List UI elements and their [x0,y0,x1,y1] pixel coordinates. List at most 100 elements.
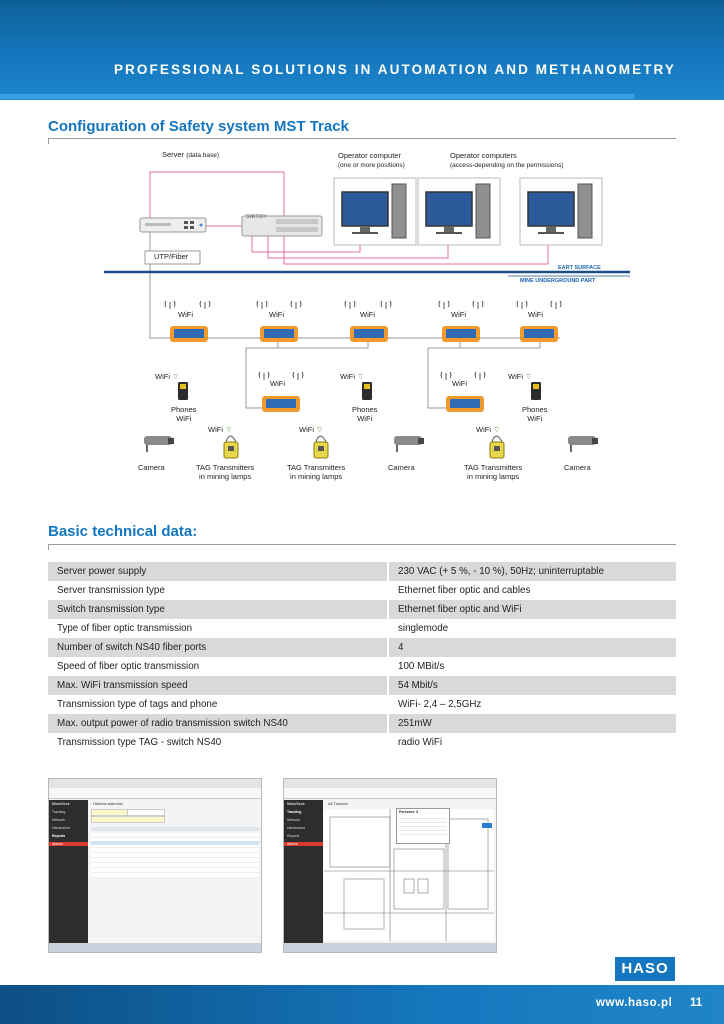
wifi-antenna-icons [164,300,562,380]
menu-item-hardcontrol[interactable]: Hardcontrol [287,826,306,830]
alarm-list [91,833,259,877]
spec-separator [387,695,389,714]
underground-label: MINE UNDERGROUND PART [520,278,596,284]
page-number: 11 [690,997,703,1009]
spec-value: singlemode [398,623,449,634]
tag-lamp-1 [223,435,239,459]
menu-item-alarms[interactable]: Alarms [49,842,88,846]
computer-1 [333,177,417,246]
spec-value: 251mW [389,714,676,733]
filter-field[interactable] [91,816,165,823]
wifi-label: WiFi [451,310,466,319]
camera-2 [394,436,424,452]
spec-separator [387,657,389,676]
spec-label: Number of switch NS40 fiber ports [48,638,387,657]
wifi-label: WiFi [178,310,193,319]
phone-3 [531,382,541,400]
table-header [91,827,259,831]
router-2 [260,326,298,342]
switch-label: SWITCH [246,214,266,220]
camera-3 [568,436,598,452]
spec-value: 54 Mbit/s [389,676,676,695]
camera-1 [144,436,174,452]
router-1 [170,326,208,342]
spec-label: Speed of fiber optic transmission [57,661,200,672]
operator-computer-label: Operator computer(one or more positions) [338,151,405,169]
server-label: Server (data base) [162,150,220,159]
router-5 [520,326,558,342]
spec-label: Type of fiber optic transmission [57,623,193,634]
menu-item-reports[interactable]: Reports [52,834,66,838]
spec-label: Max. output power of radio transmission … [48,714,387,733]
computer-3 [519,177,603,246]
wifi-label: WiFi [269,310,284,319]
header-accent-strip [0,94,634,99]
taskbar [284,943,496,952]
app-name: MinerDesk [287,802,305,806]
popup-title: Personel: 4 [399,810,418,814]
spec-row: Type of fiber optic transmission singlemo… [48,619,676,638]
operator-computers-label: Operator computers(access-depending on t… [450,151,564,169]
filter-field[interactable] [127,809,165,816]
panel-title: All Tracked [328,801,348,806]
router-6 [262,396,300,412]
phone-2 [362,382,372,400]
spec-separator [387,676,389,695]
menu-item-tracking[interactable]: Tracking [52,810,66,814]
tag-lamp-3 [489,435,505,459]
software-screenshot-tracking-map: MinerDesk Tracking Network Hardcontrol R… [283,778,497,953]
spec-label: Transmission type TAG - switch NS40 [57,737,222,748]
menu-item-reports[interactable]: Reports [287,834,300,838]
spec-separator [387,714,389,733]
section-divider-tick [48,138,49,144]
switch-device [241,215,323,237]
wifi-label: WiFi [270,379,285,388]
phone-1 [178,382,188,400]
taskbar [49,943,261,952]
surface-label: EART SURFACE [558,265,601,271]
haso-logo: HASO [615,957,675,981]
camera-label-2: Camera [388,463,415,472]
spec-label: Server power supply [48,562,387,581]
menu-item-tracking[interactable]: Tracking [287,810,302,814]
section-divider-tick [48,544,49,550]
camera-label-1: Camera [138,463,165,472]
spec-separator [387,619,389,638]
server-device [139,217,207,233]
menu-item-hardcontrol[interactable]: Hardcontrol [52,826,71,830]
app-name: MinerDesk [52,802,70,806]
selected-row[interactable] [91,841,259,845]
app-sidebar: MinerDesk Tracking Network Hardcontrol R… [49,800,88,943]
wifi-label: WiFi [452,379,467,388]
tag-wifi-label: WiFi ⌔ [208,425,233,434]
footer-url[interactable]: www.haso.pl [596,997,673,1009]
system-configuration-diagram [104,171,630,459]
computer-2 [417,177,501,246]
spec-separator [387,638,389,657]
spec-label: Switch transmission type [48,600,387,619]
menu-item-alarms[interactable]: Alarms [284,842,323,846]
spec-value: 4 [389,638,676,657]
popup-list [399,815,447,837]
section-divider [48,544,676,545]
browser-address-bar [49,788,261,799]
menu-item-network[interactable]: Network [287,818,300,822]
tag-lamp-2 [313,435,329,459]
personnel-popup[interactable]: Personel: 4 [396,808,450,844]
router-4 [442,326,480,342]
menu-item-network[interactable]: Network [52,818,65,822]
phone-wifi-label: WiFi ⌔ [508,372,533,381]
section-title-technical-data: Basic technical data: [48,523,198,540]
